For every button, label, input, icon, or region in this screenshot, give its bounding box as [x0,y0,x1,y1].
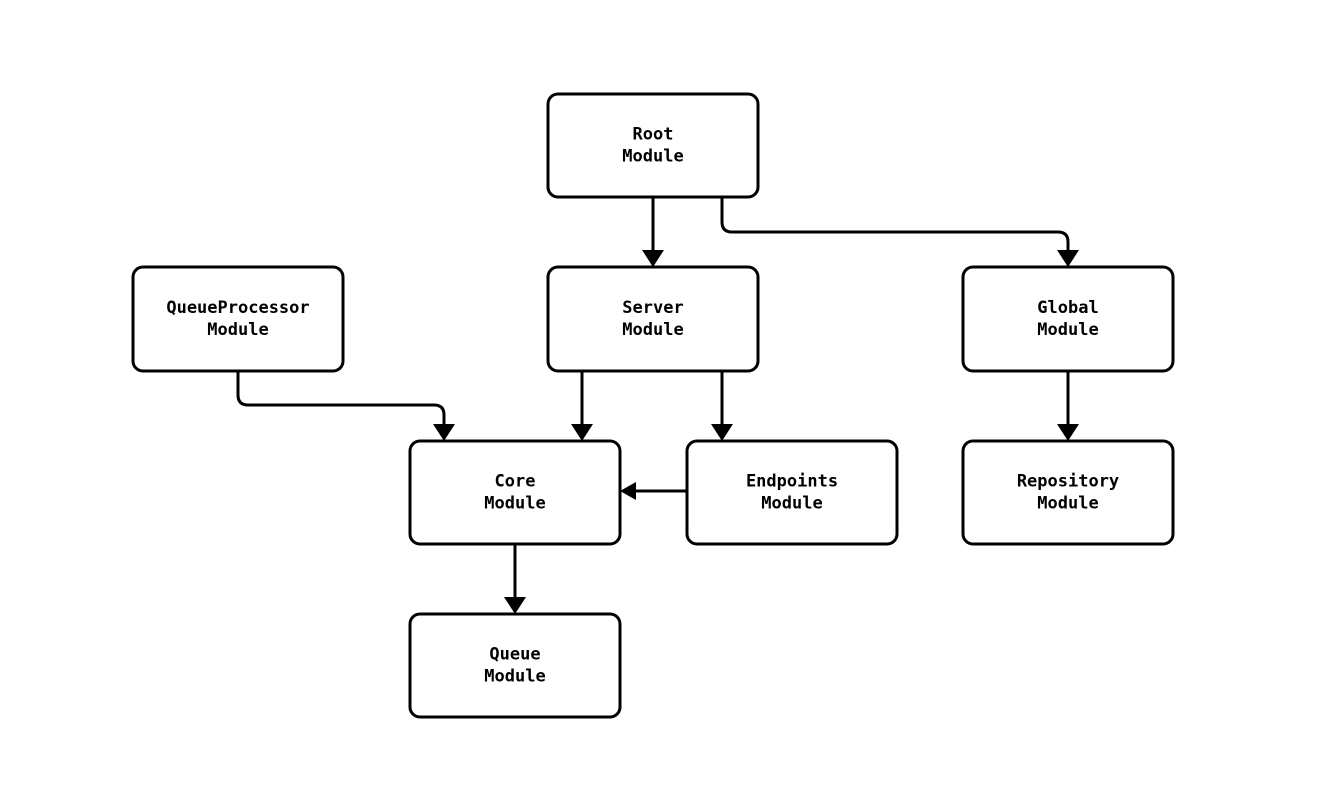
node-label-line1: Root [633,125,674,145]
edge-endpoints-to-core [620,482,687,500]
edge-root-to-global [720,197,1079,267]
node-label-line1: Core [495,472,536,492]
edge-global-to-repository [1057,371,1079,441]
node-label-line1: Repository [1017,472,1119,492]
edge-server-to-endpoints [711,371,733,441]
node-label-line2: Module [484,494,545,514]
node-box[interactable] [961,265,1175,373]
arrowhead-icon [504,597,526,614]
arrowhead-icon [620,482,636,500]
node-label-line2: Module [622,147,683,167]
edge-server-to-core [571,371,593,441]
arrowhead-icon [1057,424,1079,441]
node-box[interactable] [546,92,760,199]
arrowhead-icon [571,424,593,441]
node-box[interactable] [961,439,1175,546]
node-box[interactable] [408,612,622,719]
nodes-layer: RootModuleQueueProcessorModuleServerModu… [131,92,1175,719]
arrowhead-icon [642,250,664,267]
edge-line [720,197,1070,252]
node-box[interactable] [546,265,760,373]
node-label-line2: Module [1037,320,1098,340]
node-label-line1: Queue [489,645,540,665]
arrowhead-icon [433,424,455,441]
node-label-line2: Module [207,320,268,340]
edges-layer [236,197,1079,614]
arrowhead-icon [711,424,733,441]
edge-core-to-queue [504,544,526,614]
edge-queueprocessor-to-core [236,371,455,441]
node-label-line2: Module [1037,494,1098,514]
node-label-line2: Module [761,494,822,514]
node-label-line1: Server [622,298,683,318]
node-label-line2: Module [622,320,683,340]
edge-root-to-server [642,197,664,267]
arrowhead-icon [1057,250,1079,267]
node-box[interactable] [408,439,622,546]
edge-line [236,371,446,426]
node-label-line1: Global [1037,298,1098,318]
node-box[interactable] [685,439,899,546]
node-label-line2: Module [484,667,545,687]
node-label-line1: QueueProcessor [166,298,309,318]
node-box[interactable] [131,265,345,373]
node-label-line1: Endpoints [746,472,838,492]
